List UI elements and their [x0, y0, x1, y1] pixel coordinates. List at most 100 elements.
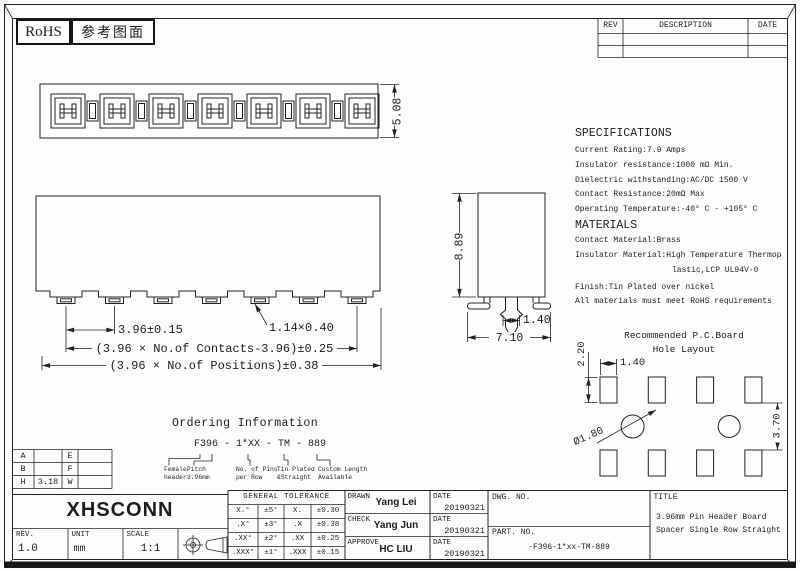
check-name: Yang Jun: [373, 520, 419, 531]
rev-value: 1.0: [18, 542, 38, 555]
unit-value: mm: [73, 543, 86, 555]
dwg-no-label: DWG. NO.: [492, 493, 531, 502]
approve-date-label: DATE: [433, 539, 452, 547]
spec-line: Contact Resistance:20mΩ Max: [575, 190, 705, 199]
tolerance-cell: ±0.30: [316, 506, 340, 515]
drawn-date-label: DATE: [433, 492, 452, 501]
rohs-label: RoHS: [25, 23, 62, 40]
tolerance-cell: ±0.15: [316, 548, 340, 557]
scale-value: 1:1: [140, 542, 161, 555]
rohs-badge: RoHS: [16, 19, 71, 45]
ordering-label-line: Female: [164, 466, 187, 473]
tolerance-header: GENERAL TOLERANCE: [243, 492, 330, 501]
company-logo: XHSCONN: [66, 499, 174, 521]
tolerance-cell: ±0.38: [316, 520, 340, 529]
ordering-label-line: Pitch: [187, 466, 206, 473]
material-line: Contact Material:Brass: [575, 236, 681, 245]
tolerance-cell: .X: [292, 520, 302, 529]
dim-peg-width: 1.40: [523, 314, 551, 327]
hole-layout-title-line1: Recommended P.C.Board: [624, 330, 744, 341]
dim-table-cell: F: [67, 464, 73, 474]
drawing-title-line2: Spacer Single Row Straight: [656, 526, 781, 535]
approve-date: 20190321: [444, 548, 485, 559]
ordering-label-female: Female header: [164, 466, 187, 481]
spec-line: Current Rating:7.9 Amps: [575, 146, 686, 155]
dim-top-height: 5.08: [391, 97, 405, 126]
tolerance-cell: X.: [292, 506, 302, 515]
drawn-name: Yang Lei: [375, 497, 417, 508]
dim-pad-height: 2.20: [576, 340, 588, 368]
unit-label: UNIT: [71, 530, 90, 539]
dim-body-width: 7.10: [489, 331, 530, 345]
ordering-label-line: No. of Pins: [236, 466, 278, 473]
ordering-leaders: [168, 454, 331, 466]
tolerance-cell: ±3°: [264, 520, 278, 529]
dim-table-cell: W: [67, 477, 73, 487]
ordering-part-code: F396 - 1*XX - TM - 889: [194, 439, 327, 450]
ordering-label-pins: No. of Pins per Row: [236, 466, 278, 481]
spec-line: Dielectric withstanding:AC/DC 1500 V: [575, 176, 748, 185]
part-no-value: -F396-1*xx-TM-889: [528, 542, 610, 552]
dim-table-cell: A: [20, 451, 26, 461]
tolerance-cell: ±0.25: [316, 534, 340, 543]
dim-row-gap: 3.70: [771, 409, 784, 443]
tolerance-cell: X.°: [236, 506, 250, 515]
tolerance-cell: .XXX: [288, 548, 307, 557]
dim-table-cell: 3.18: [37, 477, 59, 487]
dim-pin-size: 1.14×0.40: [269, 321, 334, 335]
drawing-title-line1: 3.96mm Pin Header Board: [656, 512, 767, 522]
specifications-title: SPECIFICATIONS: [575, 127, 672, 140]
ordering-label-line: header: [164, 473, 187, 481]
hole-layout: [585, 352, 783, 477]
dim-table-cell: B: [20, 464, 26, 474]
tolerance-cell: .X°: [236, 520, 250, 529]
part-no-label: PART. NO.: [492, 528, 536, 537]
hole-layout-title-line2: Hole Layout: [652, 344, 716, 355]
materials-title: MATERIALS: [575, 219, 638, 232]
ordering-label-line: per Row: [236, 473, 263, 481]
ordering-label-line: 3.96mm: [187, 473, 210, 481]
drawn-label: DRAWN: [347, 492, 371, 501]
dim-table-cell: H: [20, 477, 26, 487]
dim-contacts-span: (3.96 × No.of Contacts-3.96)±0.25: [92, 342, 337, 356]
reference-badge: 参考图面: [71, 19, 155, 45]
tolerance-cell: ±5°: [264, 506, 278, 515]
dim-positions-span: (3.96 × No.of Positions)±0.38: [106, 359, 322, 373]
dim-pitch: 3.96±0.15: [118, 323, 183, 337]
check-date-label: DATE: [433, 515, 452, 524]
dim-pad-width: 1.40: [620, 357, 646, 369]
top-view: [39, 83, 399, 139]
drawn-date: 20190321: [444, 502, 485, 513]
material-line: All materials must meet RoHS requirement…: [575, 297, 772, 306]
tolerance-cell: .XXX°: [231, 548, 255, 557]
spec-line: Operating Temperature:-40° C - +105° C: [575, 205, 758, 214]
tolerance-cell: .XX: [290, 534, 305, 543]
reference-label: 参考图面: [81, 26, 145, 41]
date-col-header: DATE: [757, 21, 778, 30]
tolerance-cell: ±2°: [264, 534, 278, 543]
ordering-title: Ordering Information: [172, 417, 319, 430]
projection-symbol-icon: [183, 535, 228, 555]
ordering-label-line: Tin Plated: [277, 466, 315, 473]
rev-col-header: REV: [603, 21, 618, 30]
approve-label: APPROVE: [347, 539, 380, 547]
scale-label: SCALE: [126, 530, 150, 539]
tolerance-cell: .XX°: [233, 534, 252, 543]
tolerance-cell: ±1°: [264, 548, 278, 557]
title-label: TITLE: [653, 492, 678, 502]
material-line: lastic,LCP UL94V-0: [672, 266, 759, 275]
sheet-frame: [4, 4, 796, 568]
material-line: Finish:Tin Plated over nickel: [575, 283, 715, 292]
check-label: CHECK: [347, 515, 371, 524]
ordering-label-line: &Straight: [277, 473, 312, 481]
ordering-label-line: Available: [318, 473, 353, 481]
revision-table-lines: [597, 18, 788, 58]
spec-line: Insulator resistance:1000 mΩ Min.: [575, 161, 734, 170]
rev-label: REV.: [16, 530, 35, 539]
dim-table-cell: E: [67, 451, 73, 461]
ordering-label-line: Custom Length: [318, 466, 368, 473]
dim-body-height: 8.89: [453, 232, 467, 261]
ordering-label-length: Custom Length Available: [318, 466, 367, 481]
description-col-header: DESCRIPTION: [659, 21, 712, 30]
